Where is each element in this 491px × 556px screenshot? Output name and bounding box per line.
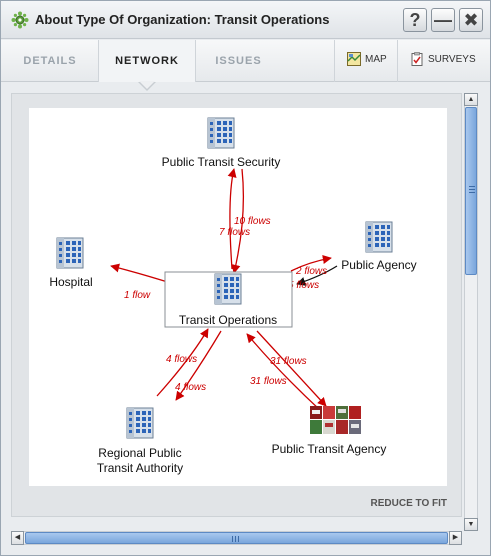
flow-label: 4 flows: [175, 382, 206, 393]
node-label: Hospital: [49, 275, 92, 289]
edge-from-agency[interactable]: [296, 265, 338, 286]
edge-to-agency[interactable]: [290, 254, 332, 272]
scroll-left-arrow-icon[interactable]: ◀: [11, 531, 24, 545]
flow-label: 1 flow: [124, 290, 151, 301]
node-label: Public Agency: [341, 258, 416, 272]
reduce-to-fit-button[interactable]: REDUCE TO FIT: [370, 498, 447, 509]
flow-label: 31 flows: [250, 376, 287, 387]
flow-label: 2 flows: [295, 266, 327, 277]
building-icon: [207, 117, 235, 149]
scroll-up-arrow-icon[interactable]: ▲: [464, 93, 478, 106]
tab-issues[interactable]: ISSUES: [215, 55, 262, 67]
node-label: Transit Operations: [179, 313, 277, 327]
flow-label: 31 flows: [270, 356, 307, 367]
node-hospital[interactable]: Hospital: [49, 237, 93, 289]
edge-to-pta[interactable]: [256, 330, 327, 407]
window-title: About Type Of Organization: Transit Oper…: [35, 12, 330, 27]
title-bar: About Type Of Organization: Transit Oper…: [1, 1, 490, 39]
node-public-agency[interactable]: Public Agency: [341, 221, 417, 272]
tab-bar: DETAILS NETWORK ISSUES MAP SURVEYS: [1, 40, 490, 82]
node-label: Public Transit Security: [162, 155, 281, 169]
edge-to-security[interactable]: [227, 168, 237, 270]
tab-details[interactable]: DETAILS: [23, 55, 77, 67]
horizontal-scrollbar[interactable]: ◀ ▶: [11, 531, 462, 545]
map-label: MAP: [365, 54, 387, 65]
close-button[interactable]: ✖: [459, 8, 483, 32]
node-regional-public-transit-authority[interactable]: Regional Public Transit Authority: [97, 407, 183, 475]
network-graph: 10 flows 7 flows 1 flow 2 flows 5 flows …: [49, 117, 417, 475]
edge-from-security[interactable]: [231, 168, 245, 274]
node-label: Transit Authority: [97, 461, 183, 475]
help-button[interactable]: ?: [403, 8, 427, 32]
map-icon: [347, 52, 361, 67]
flow-label: 10 flows: [234, 216, 271, 227]
node-label: Regional Public: [98, 446, 181, 460]
scroll-down-arrow-icon[interactable]: ▼: [464, 518, 478, 531]
survey-clipboard-icon: [411, 52, 423, 67]
bus-photo-icon: [310, 406, 361, 434]
edge-from-regional[interactable]: [156, 328, 209, 397]
node-public-transit-agency[interactable]: Public Transit Agency: [272, 406, 387, 456]
network-gear-icon: [11, 11, 29, 29]
edge-to-regional[interactable]: [175, 330, 222, 401]
node-label: Public Transit Agency: [272, 442, 387, 456]
active-tab-pointer-fill: [139, 81, 155, 89]
flow-label: 5 flows: [288, 280, 319, 291]
edge-from-pta[interactable]: [246, 333, 322, 412]
map-button[interactable]: MAP: [334, 40, 397, 82]
network-canvas[interactable]: 10 flows 7 flows 1 flow 2 flows 5 flows …: [29, 108, 447, 486]
network-panel: 10 flows 7 flows 1 flow 2 flows 5 flows …: [11, 93, 462, 517]
surveys-button[interactable]: SURVEYS: [397, 40, 490, 82]
horizontal-scroll-track[interactable]: [24, 531, 449, 545]
tab-network[interactable]: NETWORK: [98, 40, 196, 82]
building-icon: [56, 237, 84, 269]
vertical-scroll-thumb[interactable]: [465, 107, 477, 275]
building-icon: [126, 407, 154, 439]
scroll-right-arrow-icon[interactable]: ▶: [449, 531, 462, 545]
minimize-button[interactable]: —: [431, 8, 455, 32]
node-transit-operations[interactable]: Transit Operations: [164, 271, 293, 328]
flow-label: 4 flows: [166, 354, 197, 365]
flow-label: 7 flows: [219, 227, 250, 238]
surveys-label: SURVEYS: [428, 54, 476, 65]
horizontal-scroll-thumb[interactable]: [25, 532, 448, 544]
building-icon: [365, 221, 393, 253]
vertical-scrollbar[interactable]: ▲ ▼: [464, 93, 478, 531]
building-icon: [214, 273, 242, 305]
node-public-transit-security[interactable]: Public Transit Security: [162, 117, 281, 169]
vertical-scroll-track[interactable]: [464, 106, 478, 518]
